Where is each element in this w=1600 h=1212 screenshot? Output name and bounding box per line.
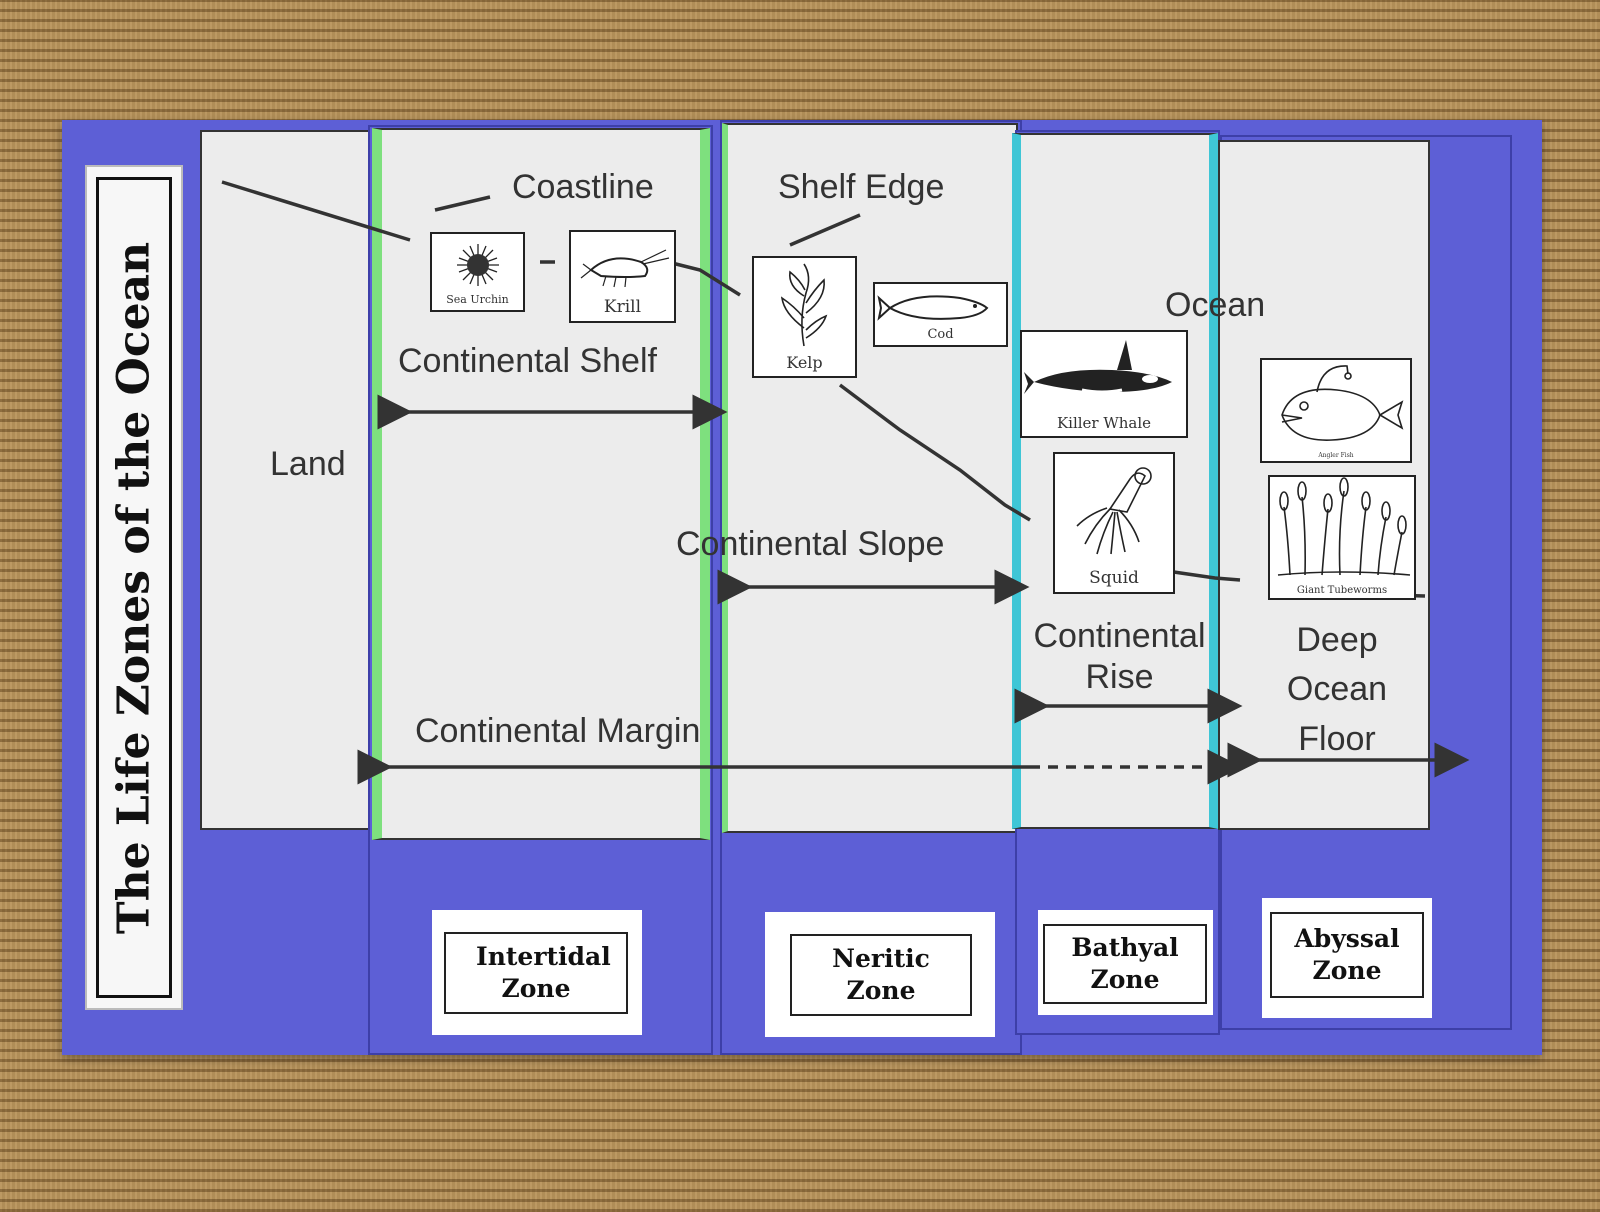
kelp-caption: Kelp [786,353,823,372]
intertidal-zone-card: Intertidal Zone [432,910,642,1035]
cod-caption: Cod [927,327,954,342]
bathyal-zone-label: Bathyal Zone [1071,932,1179,995]
abyssal-zone-frame: Abyssal Zone [1270,912,1424,998]
neritic-zone-frame: Neritic Zone [790,934,972,1016]
abyssal-zone-label: Abyssal Zone [1294,923,1400,986]
kelp-icon [780,263,828,347]
tubeworms-caption: Giant Tubeworms [1296,585,1388,596]
continental-margin-label: Continental Margin [415,712,701,750]
ocean-label: Ocean [1165,286,1266,324]
squid-caption: Squid [1089,568,1139,588]
deep-ocean-floor-label: Deep Ocean Floor [1286,621,1388,758]
continental-slope-label: Continental Slope [676,525,945,563]
cod-card: Cod [873,282,1008,347]
krill-icon [580,249,670,288]
cod-icon [877,295,989,321]
intertidal-zone-frame: Intertidal Zone [444,932,628,1014]
sea-urchin-caption: Sea Urchin [446,293,509,306]
angler-fish-card: Angler Fish [1260,358,1412,463]
krill-card: Krill [569,230,676,323]
tubeworms-card: Giant Tubeworms [1268,475,1416,600]
title-frame: The Life Zones of the Ocean [96,177,172,998]
shelf-edge-pointer [789,213,861,247]
krill-caption: Krill [603,297,642,317]
land-label: Land [270,445,346,483]
coastline-label: Coastline [512,168,654,206]
angler-fish-caption: Angler Fish [1318,452,1354,459]
killer-whale-caption: Killer Whale [1056,414,1152,432]
bathyal-zone-frame: Bathyal Zone [1043,924,1207,1004]
kelp-card: Kelp [752,256,857,378]
sea-urchin-icon [457,244,499,286]
sea-urchin-card: Sea Urchin [430,232,525,312]
shelf-edge-label: Shelf Edge [778,168,945,206]
intertidal-zone-label: Intertidal Zone [476,941,611,1004]
squid-card: Squid [1053,452,1175,594]
abyssal-zone-card: Abyssal Zone [1262,898,1432,1018]
land-panel [200,130,390,830]
continental-shelf-label: Continental Shelf [398,342,657,380]
title-strip: The Life Zones of the Ocean [85,165,183,1010]
coastline-pointer [434,195,491,212]
angler-fish-icon [1281,365,1404,441]
killer-whale-icon [1024,340,1172,394]
neritic-zone-card: Neritic Zone [765,912,995,1037]
shelf-line [667,260,741,297]
slope-line [838,383,1031,522]
land-slope-line [221,180,411,242]
squid-icon [1076,467,1152,555]
tubeworms-icon [1277,477,1411,576]
neritic-zone-label: Neritic Zone [832,943,930,1006]
rise-line [1159,568,1241,582]
bathyal-zone-card: Bathyal Zone [1038,910,1213,1015]
continental-rise-label: Continental Rise [1033,617,1206,696]
killer-whale-card: Killer Whale [1020,330,1188,438]
